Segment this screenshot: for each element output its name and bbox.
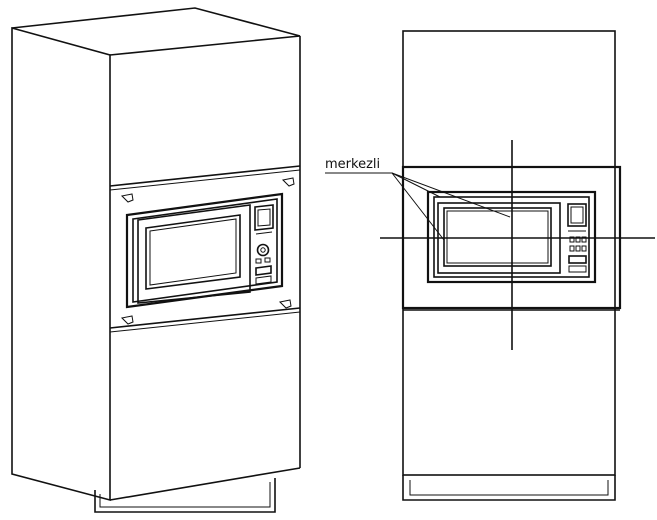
- annotation-label: merkezli: [325, 157, 380, 172]
- cabinet-top: [11, 7, 301, 56]
- annotation-leader: [325, 172, 511, 241]
- bracket-icon: [278, 299, 292, 309]
- microwave-window: [145, 214, 241, 290]
- microwave-button: [255, 265, 272, 276]
- cabinet-side-panel: [11, 26, 111, 502]
- cabinet-plinth-front: [402, 475, 616, 501]
- upper-panel-seam: [109, 165, 301, 187]
- cabinet-3d-view: [11, 7, 301, 513]
- bracket-icon: [120, 193, 134, 203]
- microwave-front-window: [443, 207, 552, 267]
- microwave-front-display: [567, 203, 587, 227]
- opening-lower-seam: [109, 307, 301, 329]
- bracket-icon: [281, 177, 295, 187]
- microwave-door: [137, 204, 251, 304]
- control-knob-icon: [256, 243, 270, 257]
- cabinet-front-view: merkezli: [325, 30, 655, 501]
- microwave-outer-frame: [125, 192, 284, 309]
- microwave-3d: [125, 192, 284, 309]
- bracket-icon: [120, 315, 134, 325]
- cabinet-plinth: [94, 478, 276, 513]
- microwave-front-button: [568, 255, 587, 264]
- microwave-display: [254, 204, 274, 231]
